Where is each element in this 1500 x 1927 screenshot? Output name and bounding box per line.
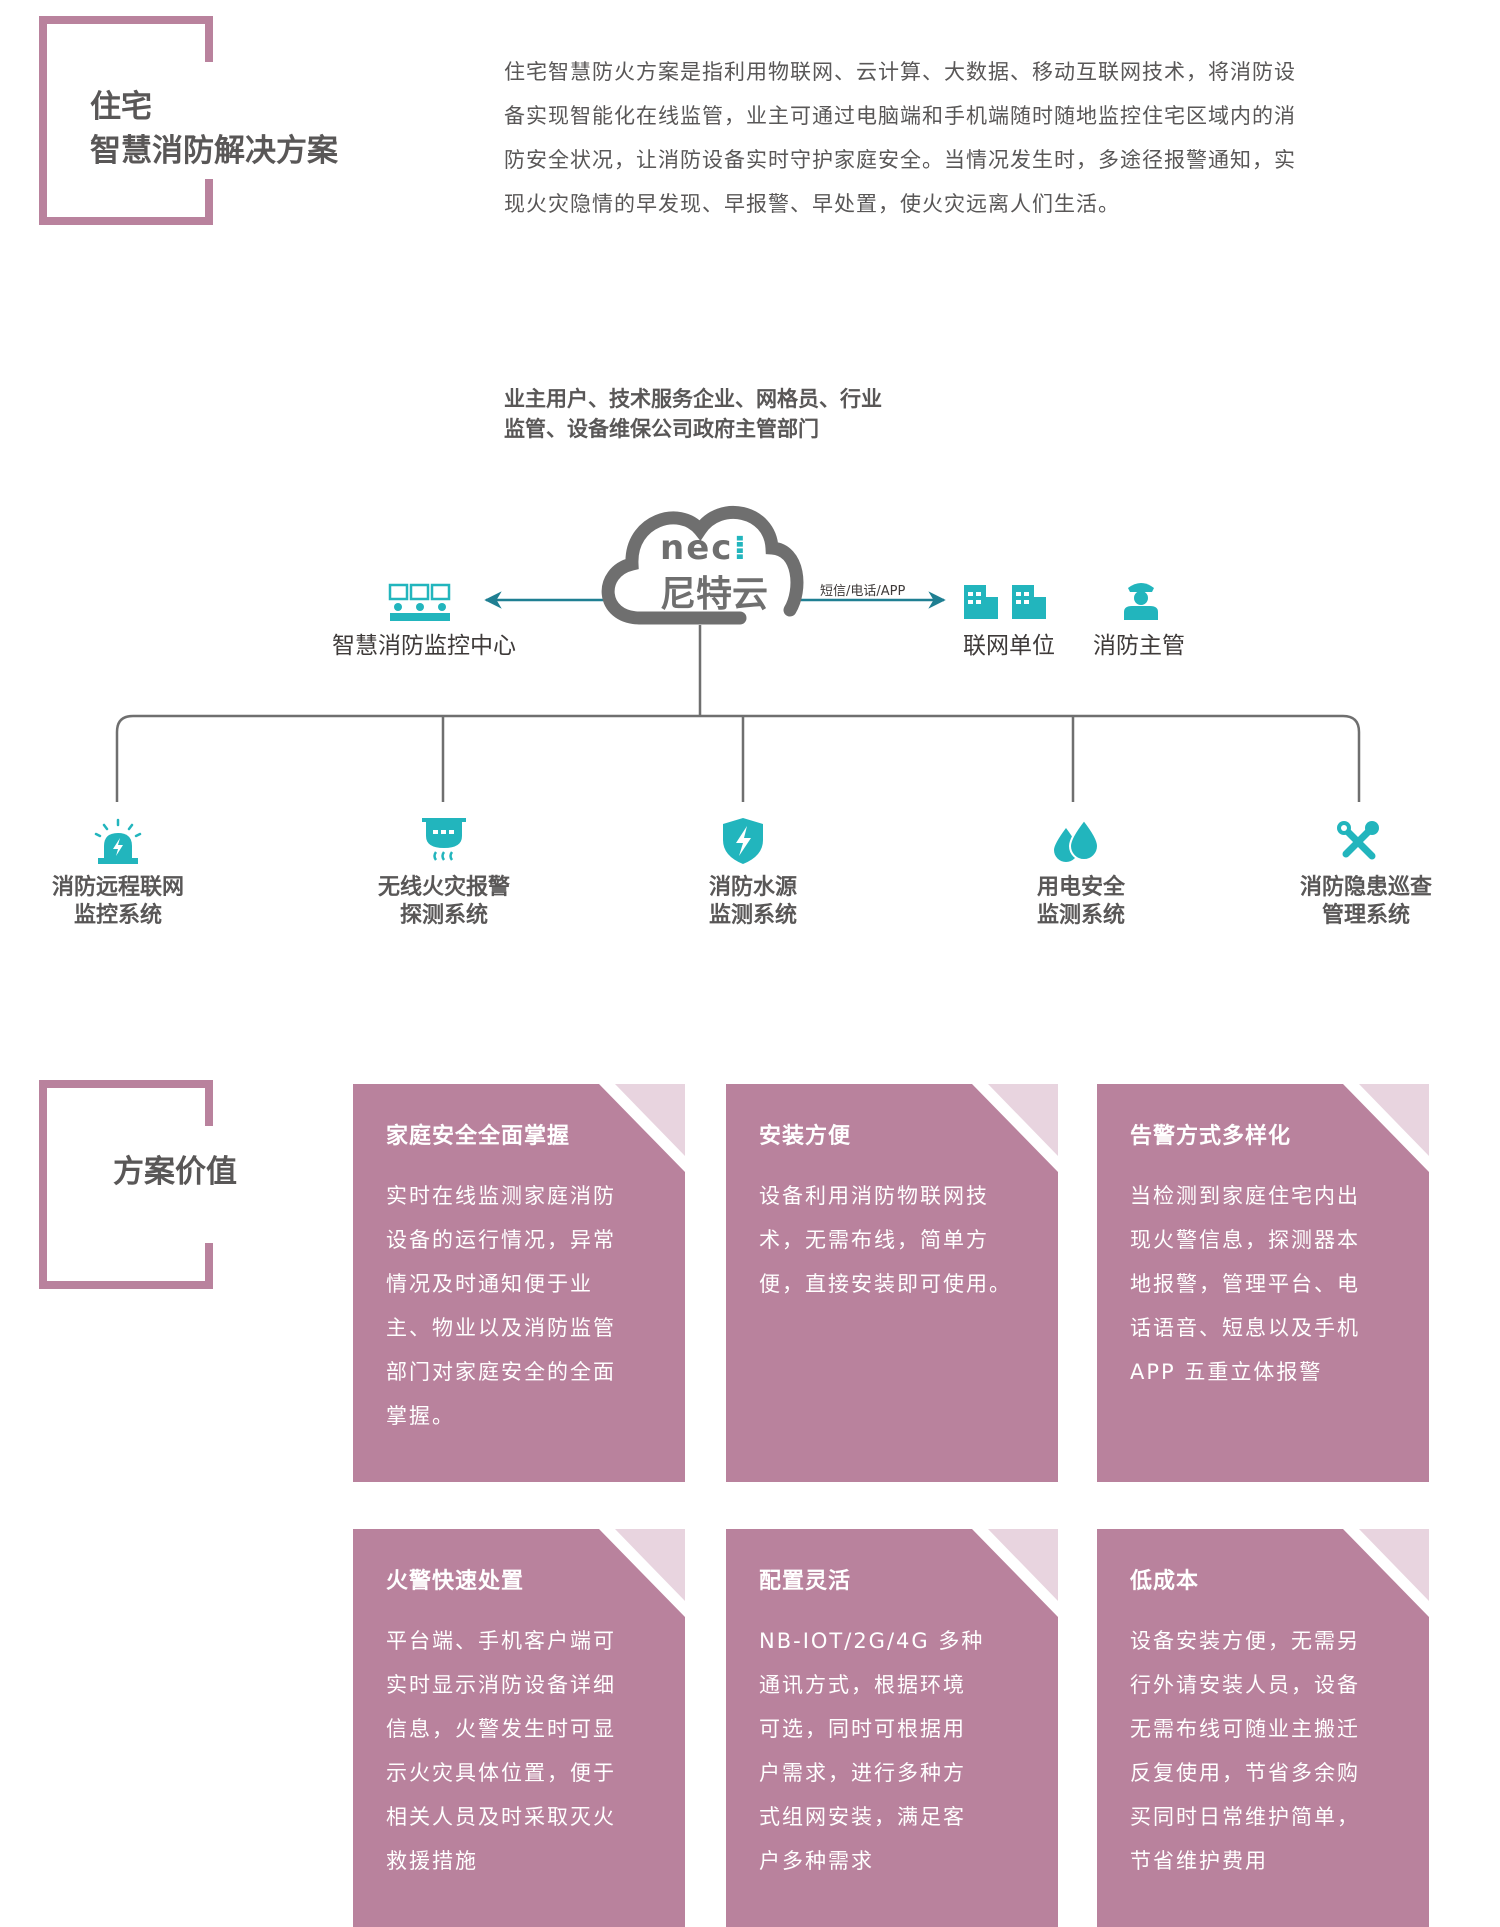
card-body: 当检测到家庭住宅内出现火警信息，探测器本地报警，管理平台、电话语音、短息以及手机… [1130, 1174, 1405, 1394]
card-body: NB-IOT/2G/4G 多种通讯方式，根据环境可选，同时可根据用户需求，进行多… [759, 1619, 1034, 1883]
card-line: 救援措施 [386, 1849, 478, 1873]
fire-authority-label: 消防主管 [1093, 633, 1185, 659]
value-title: 方案价值 [113, 1154, 237, 1190]
card-line: APP 五重立体报警 [1130, 1360, 1323, 1384]
card-background [1097, 1084, 1429, 1482]
logo-cn: 尼特云 [660, 574, 769, 615]
card-line: 示火灾具体位置，便于 [386, 1761, 616, 1785]
card-line: 便，直接安装即可使用。 [759, 1272, 1012, 1296]
card-background [353, 1084, 685, 1482]
smoke-detector-icon [422, 818, 466, 861]
card-line: 设备利用消防物联网技 [759, 1184, 989, 1208]
card-line: 设备的运行情况，异常 [386, 1228, 616, 1252]
card-background [1097, 1529, 1429, 1927]
channel-label: 短信/电话/APP [820, 584, 906, 599]
monitor-center-label: 智慧消防监控中心 [332, 633, 516, 659]
value-card: 家庭安全全面掌握实时在线监测家庭消防设备的运行情况，异常情况及时通知便于业主、物… [353, 1084, 685, 1482]
card-line: 掌握。 [386, 1404, 455, 1428]
logo-en: nec⁞ [660, 528, 749, 568]
card-line: 相关人员及时采取灭火 [386, 1805, 616, 1829]
card-title: 告警方式多样化 [1130, 1124, 1292, 1149]
card-body: 设备安装方便，无需另行外请安装人员，设备无需布线可随业主搬迁反复使用，节省多余购… [1130, 1619, 1405, 1883]
card-line: 设备安装方便，无需另 [1130, 1629, 1360, 1653]
user-groups: 业主用户、技术服务企业、网格员、行业 监管、设备维保公司政府主管部门 [504, 387, 882, 441]
networked-unit-label: 联网单位 [963, 633, 1055, 659]
diagram-lines [115, 505, 1361, 802]
card-line: 户需求，进行多种方 [759, 1761, 966, 1785]
page-title: 住宅 智慧消防解决方案 [90, 89, 338, 169]
card-line: 主、物业以及消防监管 [386, 1316, 616, 1340]
card-line: 情况及时通知便于业 [386, 1272, 593, 1296]
system-electrical-safety: 用电安全监测系统 [1036, 875, 1126, 928]
card-line: 信息，火警发生时可显 [386, 1717, 616, 1741]
value-frame [39, 1080, 213, 1289]
system-hazard-patrol: 消防隐患巡查管理系统 [1299, 875, 1433, 928]
value-card: 安装方便设备利用消防物联网技术，无需布线，简单方便，直接安装即可使用。 [726, 1084, 1058, 1482]
card-line: 当检测到家庭住宅内出 [1130, 1184, 1360, 1208]
card-line: 部门对家庭安全的全面 [386, 1360, 616, 1384]
system-water-source: 消防水源监测系统 [708, 875, 798, 928]
shield-bolt-icon [723, 818, 763, 864]
card-line: 实时在线监测家庭消防 [386, 1184, 616, 1208]
card-title: 安装方便 [759, 1124, 852, 1149]
card-title: 家庭安全全面掌握 [386, 1124, 571, 1149]
card-line: 实时显示消防设备详细 [386, 1673, 616, 1697]
card-line: 现火警信息，探测器本 [1130, 1228, 1360, 1252]
system-remote-monitoring: 消防远程联网监控系统 [51, 875, 185, 928]
cloud-logo [601, 505, 804, 625]
card-line: 式组网安装，满足客 [759, 1805, 966, 1829]
card-body: 实时在线监测家庭消防设备的运行情况，异常情况及时通知便于业主、物业以及消防监管部… [386, 1174, 661, 1438]
card-title: 火警快速处置 [386, 1569, 525, 1594]
card-line: 通讯方式，根据环境 [759, 1673, 966, 1697]
tools-icon [1337, 821, 1379, 860]
building-icon [964, 585, 1046, 619]
card-line: 术，无需布线，简单方 [759, 1228, 989, 1252]
card-line: 地报警，管理平台、电 [1130, 1272, 1360, 1296]
card-background [726, 1084, 1058, 1482]
card-body: 平台端、手机客户端可实时显示消防设备详细信息，火警发生时可显示火灾具体位置，便于… [386, 1619, 661, 1883]
value-card: 配置灵活 NB-IOT/2G/4G 多种通讯方式，根据环境可选，同时可根据用户需求… [726, 1529, 1058, 1927]
intro-paragraph: 住宅智慧防火方案是指利用物联网、云计算、大数据、移动互联网技术，将消防设 备实现… [504, 60, 1296, 216]
card-line: 无需布线可随业主搬迁 [1130, 1717, 1360, 1741]
card-title: 配置灵活 [759, 1569, 852, 1594]
card-line: 行外请安装人员，设备 [1130, 1673, 1360, 1697]
card-background [726, 1529, 1058, 1927]
value-card: 低成本设备安装方便，无需另行外请安装人员，设备无需布线可随业主搬迁反复使用，节省… [1097, 1529, 1429, 1927]
card-body: 设备利用消防物联网技术，无需布线，简单方便，直接安装即可使用。 [759, 1174, 1034, 1306]
value-card: 告警方式多样化当检测到家庭住宅内出现火警信息，探测器本地报警，管理平台、电话语音… [1097, 1084, 1429, 1482]
card-line: 平台端、手机客户端可 [386, 1629, 616, 1653]
water-drop-icon [1054, 818, 1100, 862]
card-background [353, 1529, 685, 1927]
branch-line [115, 714, 1361, 802]
card-line: 节省维护费用 [1130, 1849, 1268, 1873]
card-line: NB-IOT/2G/4G 多种 [759, 1629, 985, 1653]
value-card: 火警快速处置平台端、手机客户端可实时显示消防设备详细信息，火警发生时可显示火灾具… [353, 1529, 685, 1927]
card-line: 话语音、短息以及手机 [1130, 1316, 1360, 1340]
card-line: 户多种需求 [759, 1849, 874, 1873]
card-line: 反复使用，节省多余购 [1130, 1761, 1360, 1785]
card-line: 买同时日常维护简单， [1130, 1805, 1360, 1829]
system-wireless-fire-alarm: 无线火灾报警探测系统 [377, 875, 511, 928]
monitor-center-icon [388, 583, 451, 621]
title-frame [39, 16, 213, 225]
card-line: 可选，同时可根据用 [759, 1717, 966, 1741]
alarm-light-icon [94, 818, 142, 864]
card-title: 低成本 [1130, 1569, 1200, 1594]
officer-icon [1124, 583, 1158, 620]
